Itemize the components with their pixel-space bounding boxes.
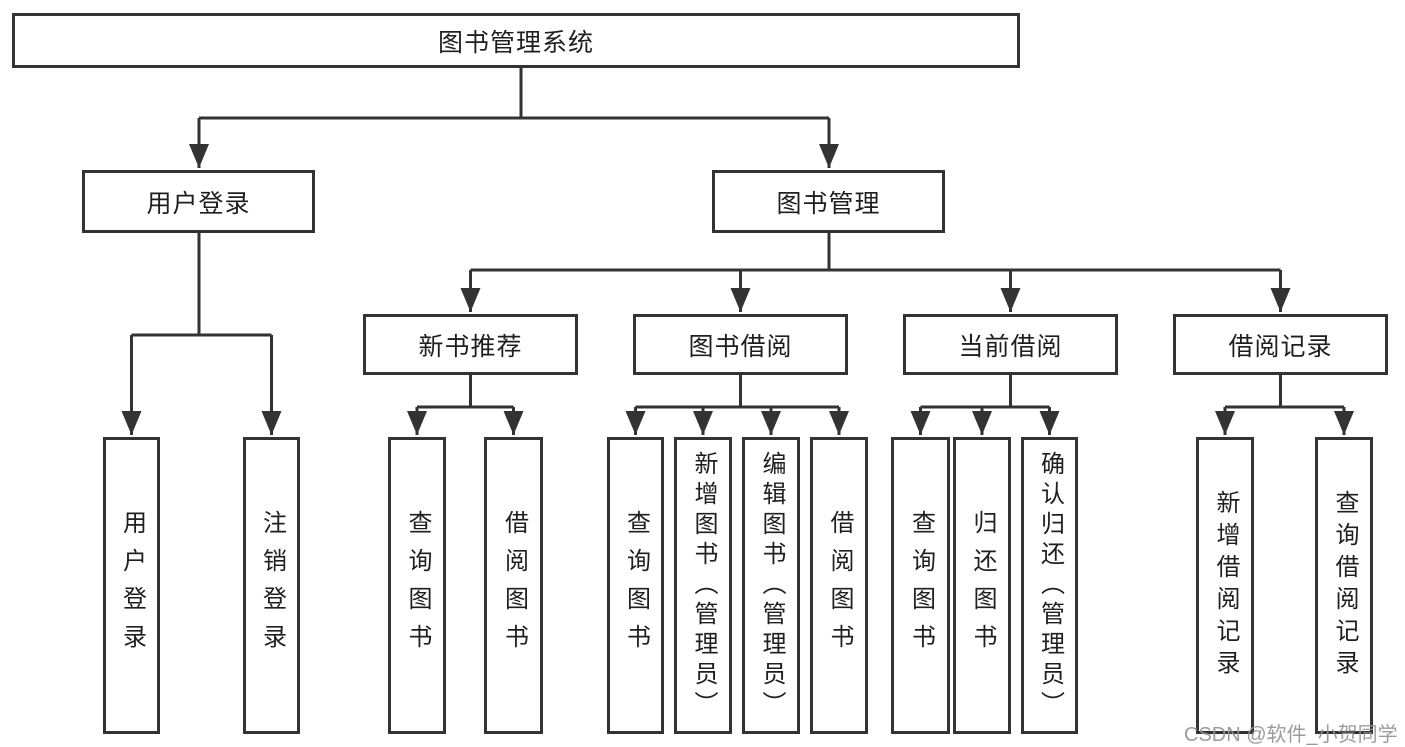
leaf-bb-add-books-admin: 新增图书（管理员） [674, 437, 732, 734]
leaf-cb-confirm-return-admin-label: 确认归还（管理员） [1036, 450, 1064, 721]
leaf-bb-query-books: 查询图书 [607, 437, 664, 734]
leaf-nb-borrow-books-label: 借阅图书 [500, 509, 528, 662]
node-new-book-recommend: 新书推荐 [363, 314, 578, 375]
leaf-nb-query-books-label: 查询图书 [404, 509, 431, 662]
node-new-book-recommend-label: 新书推荐 [418, 332, 523, 361]
node-current-borrow: 当前借阅 [903, 314, 1118, 375]
node-user-login-label: 用户登录 [146, 189, 251, 218]
node-borrow-records: 借阅记录 [1173, 314, 1388, 375]
node-book-borrow-label: 图书借阅 [688, 332, 793, 361]
leaf-br-query-record-label: 查询借阅记录 [1331, 489, 1358, 682]
leaf-user-login: 用户登录 [103, 437, 160, 734]
leaf-bb-edit-books-admin-label: 编辑图书（管理员） [758, 450, 785, 721]
leaf-br-add-record: 新增借阅记录 [1196, 437, 1254, 734]
node-root: 图书管理系统 [12, 13, 1020, 68]
leaf-bb-query-books-label: 查询图书 [622, 509, 650, 662]
leaf-nb-query-books: 查询图书 [388, 437, 446, 734]
leaf-nb-borrow-books: 借阅图书 [484, 437, 543, 734]
node-user-login: 用户登录 [82, 170, 315, 233]
node-current-borrow-label: 当前借阅 [958, 332, 1063, 361]
leaf-bb-borrow-books: 借阅图书 [810, 437, 868, 734]
node-root-label: 图书管理系统 [437, 28, 594, 57]
leaf-bb-borrow-books-label: 借阅图书 [826, 509, 853, 662]
leaf-cb-query-books: 查询图书 [891, 437, 950, 734]
leaf-cb-return-books-label: 归还图书 [969, 509, 996, 662]
node-borrow-records-label: 借阅记录 [1228, 332, 1333, 361]
leaf-br-query-record: 查询借阅记录 [1315, 437, 1373, 734]
leaf-logout-label: 注销登录 [258, 509, 286, 662]
leaf-cb-return-books: 归还图书 [953, 437, 1011, 734]
node-book-borrow: 图书借阅 [633, 314, 848, 375]
leaf-user-login-label: 用户登录 [118, 509, 146, 662]
leaf-br-add-record-label: 新增借阅记录 [1212, 489, 1239, 682]
leaf-bb-edit-books-admin: 编辑图书（管理员） [742, 437, 800, 734]
leaf-cb-confirm-return-admin: 确认归还（管理员） [1021, 437, 1078, 734]
node-book-management: 图书管理 [712, 170, 945, 233]
leaf-bb-add-books-admin-label: 新增图书（管理员） [690, 450, 717, 721]
node-book-management-label: 图书管理 [776, 189, 881, 218]
csdn-watermark: CSDN @软件_小贺同学 [1184, 724, 1398, 746]
leaf-logout: 注销登录 [243, 437, 300, 734]
leaf-cb-query-books-label: 查询图书 [907, 509, 935, 662]
